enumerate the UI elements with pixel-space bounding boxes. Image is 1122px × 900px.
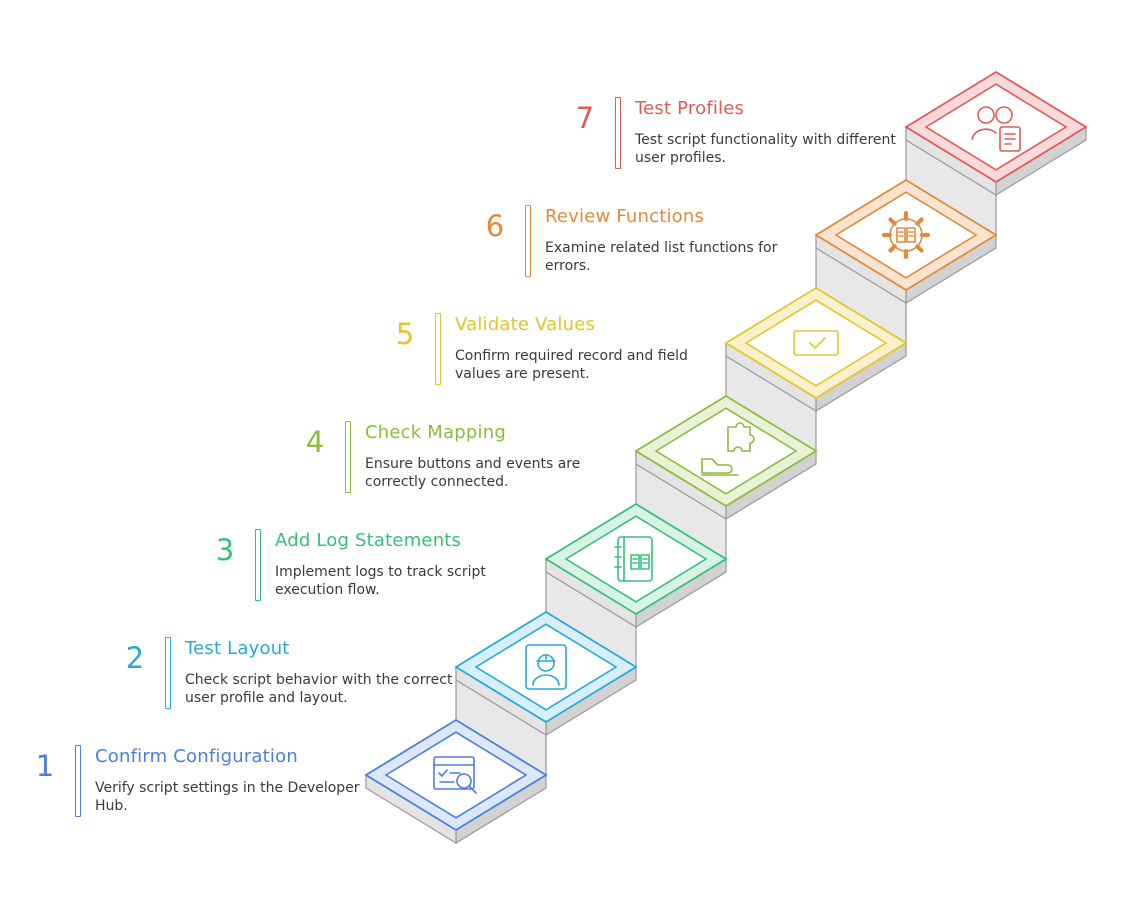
step-4-block [634, 394, 818, 560]
step-description: Ensure buttons and events are correctly … [365, 456, 581, 490]
step-3-block [544, 502, 728, 668]
step-number: 2 [125, 641, 145, 675]
step-6-block [814, 178, 998, 344]
step-accent-bar [165, 637, 171, 709]
window-search-icon [433, 756, 477, 794]
step-title: Test Layout [185, 638, 290, 659]
step-title: Check Mapping [365, 422, 506, 443]
step-accent-bar [255, 529, 261, 601]
step-description: Confirm required record and field values… [455, 348, 688, 382]
step-1-block [364, 718, 548, 845]
step-number: 7 [575, 101, 595, 135]
step-1-inner-tile [384, 731, 528, 819]
step-description: Implement logs to track script execution… [275, 564, 486, 598]
worker-badge-icon [525, 644, 567, 690]
users-document-icon [971, 106, 1021, 152]
step-accent-bar [615, 97, 621, 169]
step-title: Validate Values [455, 314, 596, 335]
puzzle-hand-icon [701, 422, 755, 476]
checkbox-icon [793, 330, 839, 356]
step-number: 6 [485, 209, 505, 243]
step-5-inner-tile [744, 299, 888, 387]
step-description: Check script behavior with the correct u… [185, 672, 453, 706]
step-2-inner-tile [474, 623, 618, 711]
step-title: Add Log Statements [275, 530, 462, 551]
step-accent-bar [345, 421, 351, 493]
step-title: Review Functions [545, 206, 705, 227]
step-description: Test script functionality with different… [635, 132, 896, 166]
step-5-block [724, 286, 908, 452]
step-4-inner-tile [654, 407, 798, 495]
step-number: 1 [35, 749, 55, 783]
step-number: 3 [215, 533, 235, 567]
notebook-icon [614, 536, 653, 582]
step-7-inner-tile [924, 83, 1068, 171]
step-description: Examine related list functions for error… [545, 240, 778, 274]
step-title: Test Profiles [635, 98, 745, 119]
gear-book-icon [882, 211, 930, 259]
step-accent-bar [75, 745, 81, 817]
step-accent-bar [435, 313, 441, 385]
step-number: 5 [395, 317, 415, 351]
step-title: Confirm Configuration [95, 746, 298, 767]
step-description: Verify script settings in the Developer … [95, 780, 360, 814]
step-number: 4 [305, 425, 325, 459]
step-6-inner-tile [834, 191, 978, 279]
step-accent-bar [525, 205, 531, 277]
